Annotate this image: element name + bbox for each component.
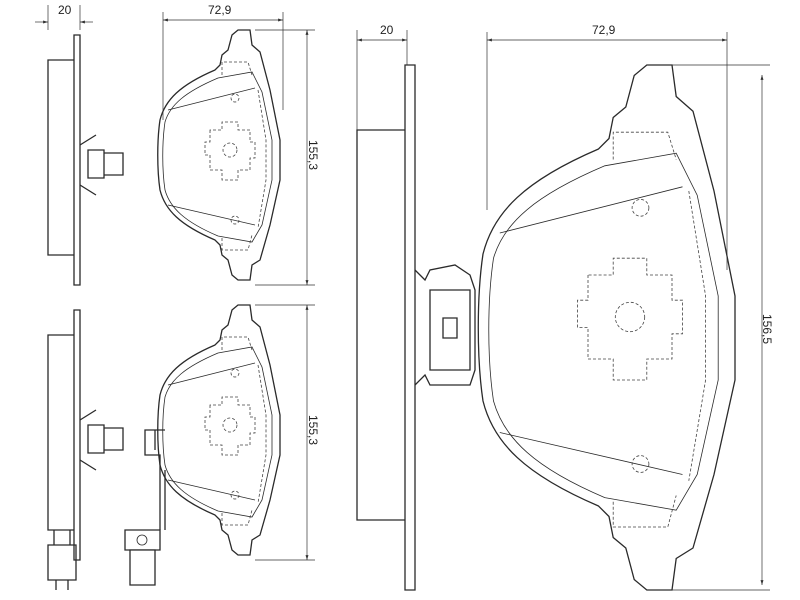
dim-large-side-thickness: 20 [380,23,394,37]
small-pad-front-top [157,29,281,281]
dim-small-side-thickness: 20 [58,3,72,17]
small-pad-side-view-bottom [47,309,124,590]
dim-small-pad-width: 72,9 [208,3,232,17]
small-pad-side-view-top [47,34,124,286]
small-pad-front-bottom [157,304,281,556]
dim-large-pad-height: 156,5 [760,313,775,345]
large-pad-side-view [357,65,475,590]
wear-sensor-wire [145,430,165,530]
dim-bottom-pad-height: 155,3 [306,414,321,446]
dim-large-pad-width: 72,9 [592,23,616,37]
sensor-connector [125,530,160,550]
dimension-lines [35,5,770,591]
dim-top-pad-height: 155,3 [306,139,321,171]
large-pad-front [476,63,737,592]
